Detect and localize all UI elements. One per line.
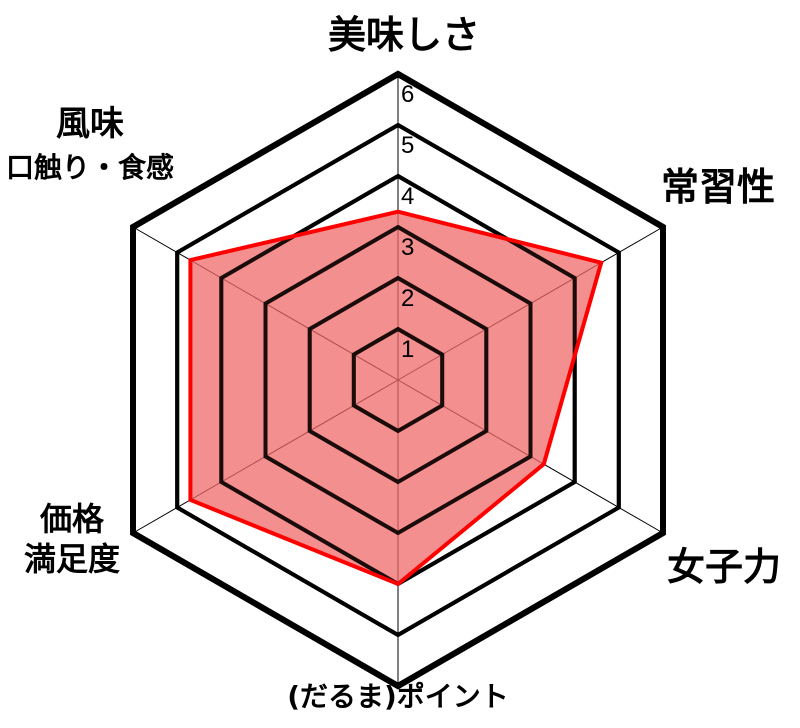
series-area	[190, 211, 602, 584]
axis-label-5: 風味	[56, 104, 124, 144]
axis-label-5: 口触り・食感	[6, 151, 174, 184]
series-outline	[188, 209, 604, 587]
axis-label-2: 女子力	[667, 545, 781, 589]
series-layer	[130, 70, 666, 690]
axis-label-1: 常習性	[661, 165, 775, 209]
tick-label: 6	[401, 81, 414, 108]
axis-label-0: 美味しさ	[328, 13, 480, 57]
tick-label: 5	[401, 132, 414, 159]
tick-label: 1	[401, 336, 414, 363]
tick-layer: 1 2 3 4 5 6	[401, 81, 414, 363]
axis-label-3: (だるま)ポイント	[287, 680, 509, 713]
grid-ring-overlay-5	[175, 122, 621, 638]
tick-label: 4	[401, 183, 414, 210]
axis-label-4: 価格	[39, 500, 105, 538]
axis-label-4: 満足度	[24, 540, 120, 578]
tick-label: 2	[401, 285, 414, 312]
grid-ring-overlay-6	[130, 70, 666, 690]
grid-ring-overlay-1	[351, 326, 445, 434]
grid-ring-overlay-3	[263, 224, 533, 536]
grid-ring-overlay-2	[307, 275, 489, 485]
tick-label: 3	[401, 234, 414, 261]
